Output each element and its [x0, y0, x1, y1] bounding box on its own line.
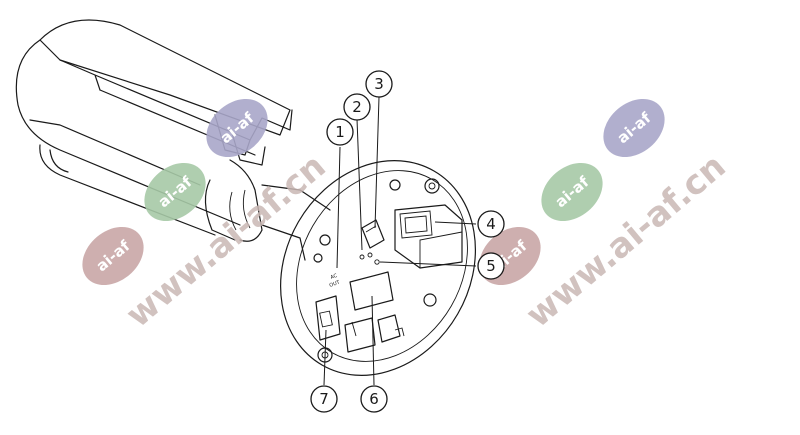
callout-number: 4 [486, 215, 496, 233]
camera-housing [15, 19, 331, 261]
callout-5: 5 [477, 252, 505, 280]
back-plate: AC OUT [280, 160, 476, 376]
watermark-badge: ai-af [603, 98, 665, 158]
callout-number: 6 [369, 390, 379, 408]
callout-number: 5 [486, 257, 496, 275]
callout-number: 1 [335, 123, 345, 141]
callout-3: 3 [365, 70, 393, 98]
callout-number: 7 [319, 390, 329, 408]
watermark-url: www.ai-af.cn [519, 146, 734, 335]
watermark-badge: ai-af [206, 98, 268, 158]
watermark-layer: ai-af ai-af ai-af ai-af ai-af ai-af www.… [82, 98, 734, 336]
callout-6: 6 [360, 385, 388, 413]
leader-lines [323, 96, 477, 386]
callout-1: 1 [326, 118, 354, 146]
callout-number: 3 [374, 75, 384, 93]
callout-4: 4 [477, 210, 505, 238]
port-label-ac: AC [330, 273, 339, 281]
callout-2: 2 [343, 93, 371, 121]
watermark-badge: ai-af [144, 162, 206, 222]
callout-7: 7 [310, 385, 338, 413]
callout-number: 2 [352, 98, 362, 116]
port-label-out: OUT [329, 279, 342, 289]
watermark-badge: ai-af [541, 162, 603, 222]
watermark-badge: ai-af [82, 226, 144, 286]
